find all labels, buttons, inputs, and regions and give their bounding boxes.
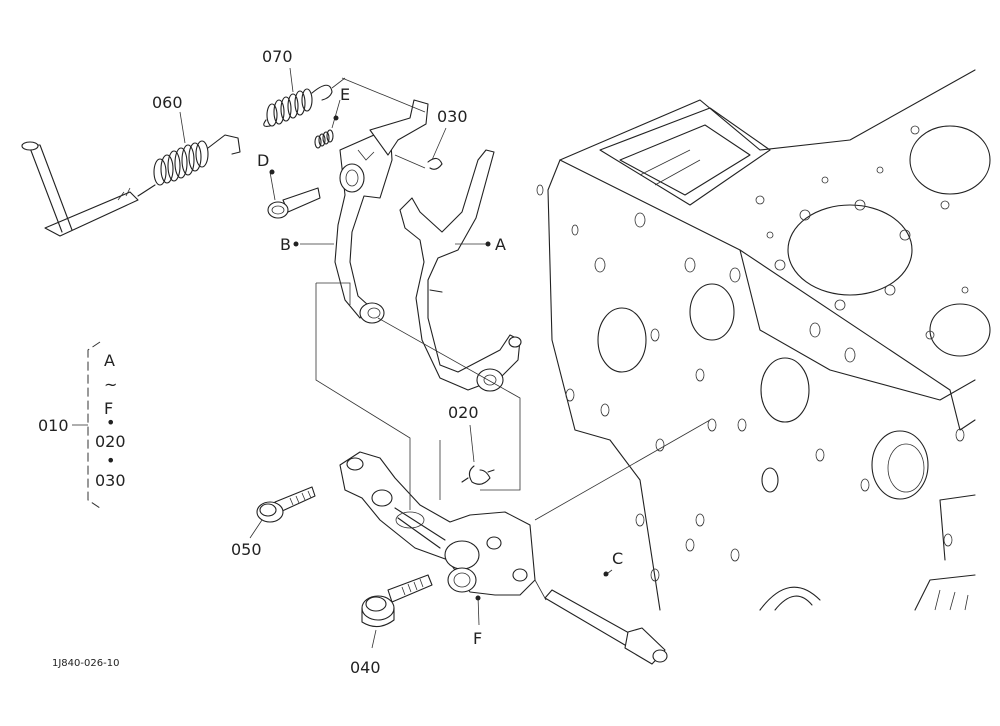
callout-050: 050 — [231, 540, 262, 559]
callout-leaders — [179, 67, 613, 649]
assembly-dot-2: • — [106, 451, 115, 470]
engine-block — [536, 69, 991, 611]
clip-030 — [427, 157, 443, 170]
assembly-010-group: 010 A ~ F • 020 • 030 — [38, 341, 126, 509]
assembly-tilde: ~ — [104, 375, 117, 394]
assembly-from: A — [104, 351, 115, 370]
callout-f: F — [473, 629, 482, 648]
callout-labels: 060 070 E 030 D B A 020 050 C F 040 — [152, 47, 623, 677]
shaft-c — [544, 589, 668, 665]
bracket-assembly — [339, 451, 536, 596]
leader-lines — [315, 77, 711, 601]
assembly-plus-030: 030 — [95, 471, 126, 490]
assembly-dot-1: • — [106, 413, 115, 432]
bolt-040 — [361, 574, 433, 628]
callout-030: 030 — [437, 107, 468, 126]
callout-060: 060 — [152, 93, 183, 112]
callout-b: B — [280, 235, 291, 254]
spring-070 — [263, 84, 333, 127]
spring-060 — [21, 134, 241, 237]
callout-d: D — [257, 151, 269, 170]
bolt-050 — [256, 486, 316, 523]
callout-020: 020 — [448, 403, 479, 422]
clip-020 — [461, 465, 495, 485]
callout-e: E — [340, 85, 350, 104]
assembly-to: F — [104, 399, 113, 418]
callout-a: A — [495, 235, 506, 254]
spring-e — [314, 129, 334, 149]
callout-040: 040 — [350, 658, 381, 677]
reference-code: 1J840-026-10 — [52, 658, 119, 669]
callout-070: 070 — [262, 47, 293, 66]
lever-a — [399, 149, 522, 392]
pin-d — [267, 187, 321, 219]
callout-c: C — [612, 549, 623, 568]
assembly-plus-020: 020 — [95, 432, 126, 451]
assembly-label: 010 — [38, 416, 69, 435]
